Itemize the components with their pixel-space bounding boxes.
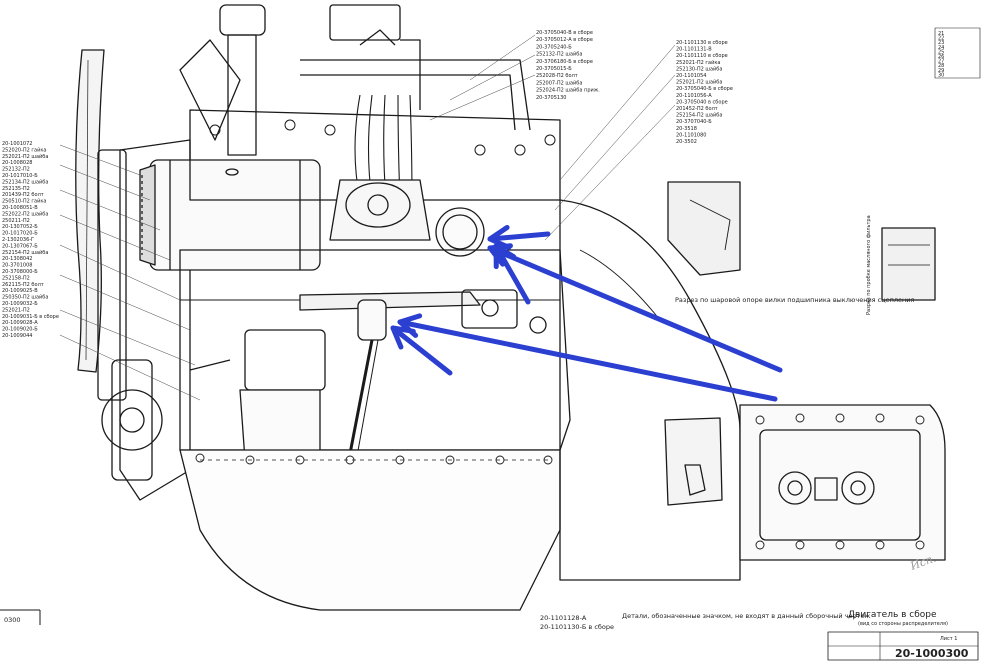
top-part-number: 20-3705240-Б (536, 44, 572, 50)
left-part-number: 252020-П2 гайка (2, 146, 46, 153)
left-part-number: 250510-П2 гайка (2, 198, 46, 205)
section-b-caption: Разрез по пробке масляного фильтра (866, 215, 872, 315)
left-part-number: 252158-П2 (2, 275, 30, 281)
bottom-part-number-2: 20-1101130-Б в сборе (540, 623, 614, 631)
right-part-number: 20-1101110 в сборе (676, 53, 728, 59)
left-part-number: 20-1009028-А (2, 320, 38, 326)
right-part-number: 20-3705040 в сборе (676, 99, 728, 105)
left-part-number: 20-1008051-В (2, 205, 38, 211)
top-part-number: 252007-П2 шайба (536, 79, 582, 86)
top-part-number: 252024-П2 шайба приж. (536, 87, 600, 94)
left-part-number: 20-1307067-Б (2, 243, 38, 249)
drawing-subtitle: (вид со стороны распределителя) (858, 621, 948, 627)
top-part-number: 20-3706180-Б в сборе (536, 59, 593, 65)
left-part-number: 20-1009025-В (2, 288, 38, 294)
left-part-number: 262115-П2 болт (2, 282, 44, 288)
right-part-number: 20-3707040-Б (676, 119, 712, 125)
right-part-number: 252021-П2 гайка (676, 59, 720, 66)
annotation-arrow-shaft (487, 245, 783, 373)
right-part-number: 252021-П2 шайба (676, 79, 722, 86)
bottom-part-number-1: 20-1101128-А (540, 614, 587, 622)
left-part-number: 2-1302036-Г (2, 237, 34, 243)
left-part-number: 252021-П2 шайба (2, 153, 48, 160)
left-part-number: 250211-П2 (2, 218, 30, 224)
corner-table-row: 26 (938, 54, 944, 60)
right-part-number: 252154-П2 шайба (676, 112, 722, 119)
right-part-number: 20-1101054 (676, 73, 706, 79)
top-part-number: 252028-П2 болт (536, 73, 578, 79)
left-part-number: 250350-П2 шайба (2, 294, 48, 301)
left-part-number: 20-1009044 (2, 333, 32, 339)
top-part-number: 252132-П2 шайба (536, 51, 582, 58)
right-part-number: 20-1101131-В (676, 47, 712, 53)
corner-table-row: 29 (938, 68, 944, 74)
left-part-number: 20-1308042 (2, 256, 32, 262)
annotation-arrows (390, 224, 783, 402)
left-part-number: 20-1009031-Б в сборе (2, 314, 59, 320)
right-part-number: 20-1101130 в сборе (676, 40, 728, 46)
title-block-drawing-number: 20-1000300 (895, 647, 969, 660)
corner-table-row: 27 (938, 59, 944, 65)
right-part-number: 20-3502 (676, 139, 697, 145)
corner-table-row: 28 (938, 63, 944, 69)
top-part-number: 20-3705040-В в сборе (536, 30, 593, 36)
left-part-number: 20-1009032-Б (2, 301, 38, 307)
right-part-number: 20-3705040-Б в сборе (676, 86, 733, 92)
right-part-number: 20-3518 (676, 126, 697, 132)
right-part-number: 20-1101056-А (676, 93, 712, 99)
annotation-arrow-shaft (397, 319, 778, 402)
left-part-number: 20-1001072 (2, 141, 32, 147)
left-part-number: 252134-П2 шайба (2, 178, 48, 185)
right-label-column: 20-1101130 в сборе20-1101131-В20-1101110… (676, 40, 733, 145)
left-part-number: 252021-П2 (2, 307, 30, 313)
annotation-arrow-shaft (487, 231, 551, 242)
right-part-number: 201452-П2 болт (676, 106, 718, 112)
corner-table-row: 22 (938, 36, 944, 42)
left-part-number: 252135-П2 (2, 186, 30, 192)
left-part-number: 20-1017010-Б (2, 173, 38, 179)
engine-linework (0, 4, 981, 661)
left-part-number: 20-1009020-Б (2, 327, 38, 333)
left-part-number: 252022-П2 шайба (2, 210, 48, 217)
left-part-number: 252132-П2 (2, 167, 30, 173)
left-part-number: 20-1008028 (2, 160, 32, 166)
top-part-number: 20-3705012-А в сборе (536, 37, 593, 43)
annotation-arrow-shaft (390, 325, 453, 376)
right-part-number: 20-1101080 (676, 132, 706, 138)
corner-table-row: 30 (938, 72, 944, 78)
corner-table-row: 24 (938, 45, 944, 51)
top-part-number: 20-3705015-Б (536, 66, 572, 72)
left-part-number: 252154-П2 шайба (2, 249, 48, 256)
section-a-caption: Разрез по шаровой опоре вилки подшипника… (675, 296, 915, 304)
left-part-number: 201439-П2 болт (2, 192, 44, 198)
drawing-title: Двигатель в сборе (848, 610, 937, 620)
left-part-number: 20-1017020-Б (2, 231, 38, 237)
bottom-note: Детали, обозначенные значком, не входят … (622, 612, 870, 620)
corner-drawing-number: 0300 (4, 616, 21, 624)
corner-table-row: 23 (938, 40, 944, 46)
left-part-number: 20-1307052-Б (2, 224, 38, 230)
sheet-note: Лист 1 (940, 636, 957, 642)
annotation-arrowhead (397, 313, 423, 338)
corner-table-row: 25 (938, 49, 944, 55)
right-part-number: 252130-П2 шайба (676, 65, 722, 72)
left-part-number: 20-3701008 (2, 263, 32, 269)
corner-table-row: 21 (938, 31, 944, 37)
top-part-number: 20-3705130 (536, 95, 566, 101)
annotation-arrowhead (487, 243, 513, 267)
left-part-number: 20-3708000-Б (2, 269, 38, 275)
